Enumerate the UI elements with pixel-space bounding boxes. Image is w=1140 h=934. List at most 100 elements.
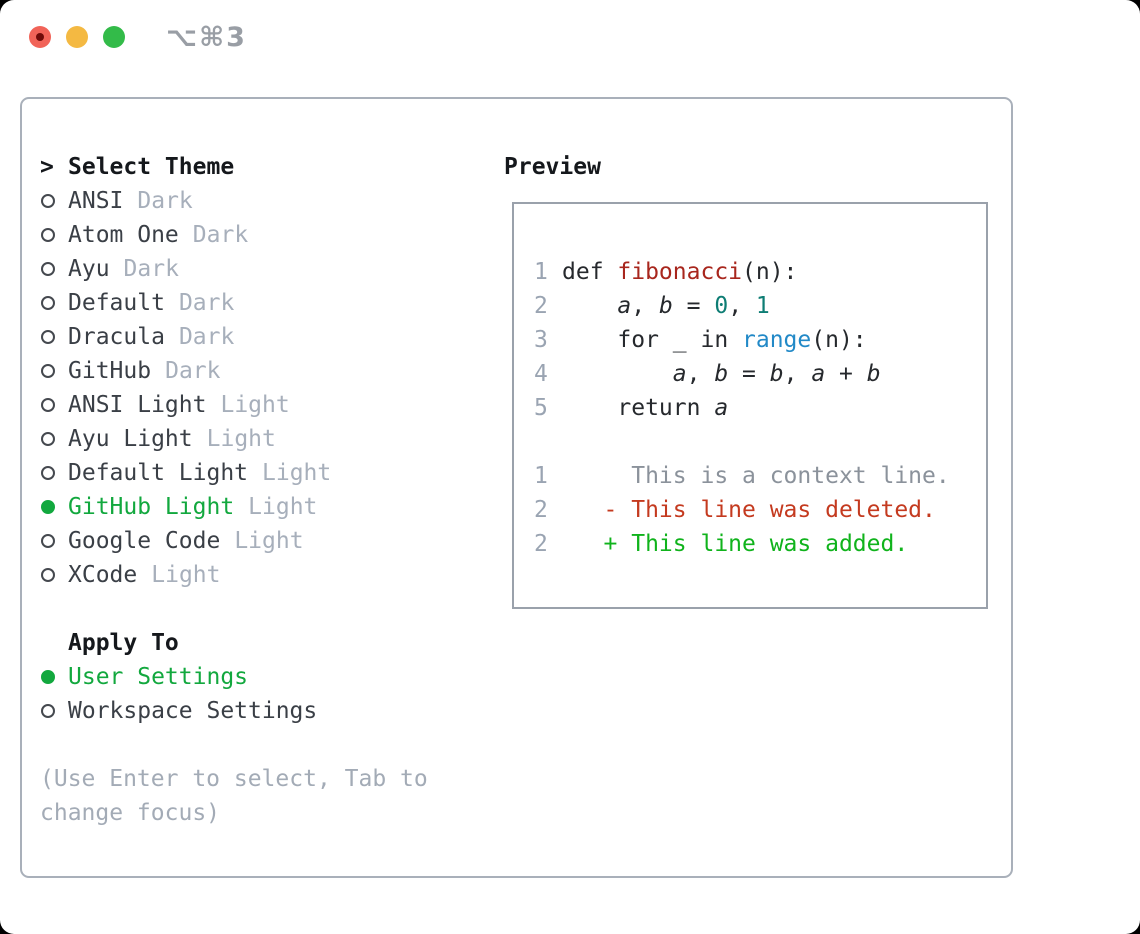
line-number: 2 (534, 531, 548, 557)
theme-option-atom-one[interactable]: Atom One Dark (40, 218, 428, 252)
option-label: XCode (68, 562, 138, 588)
preview-title: Preview (504, 154, 601, 180)
option-label: Atom One (68, 222, 179, 248)
theme-option-github[interactable]: GitHub Dark (40, 354, 428, 388)
help-text-line-2: change focus) (40, 800, 221, 826)
variant-tag: Light (206, 426, 276, 452)
option-label: Ayu (68, 256, 110, 282)
line-content: + This line was added. (562, 531, 909, 557)
line-content: - This line was deleted. (562, 497, 936, 523)
option-label: Ayu Light (68, 426, 193, 452)
radio-selected-icon (40, 660, 68, 694)
option-label: Dracula (68, 324, 165, 350)
apply-option-workspace-settings[interactable]: Workspace Settings (40, 694, 428, 728)
theme-option-ayu-light[interactable]: Ayu Light Light (40, 422, 428, 456)
variant-tag: Light (220, 392, 290, 418)
option-label: Workspace Settings (68, 698, 318, 724)
theme-option-ayu[interactable]: Ayu Dark (40, 252, 428, 286)
line-content: return a (562, 395, 729, 421)
radio-unselected-icon (40, 218, 68, 252)
radio-selected-icon (40, 490, 68, 524)
radio-unselected-icon (40, 456, 68, 490)
option-label: GitHub Light (68, 494, 235, 520)
minimize-button[interactable] (66, 26, 88, 48)
line-number: 1 (534, 463, 548, 489)
radio-unselected-icon (40, 252, 68, 286)
apply-option-user-settings[interactable]: User Settings (40, 660, 428, 694)
preview-line: 2 + This line was added. (534, 527, 986, 561)
line-number: 5 (534, 395, 548, 421)
line-content: This is a context line. (562, 463, 950, 489)
preview-line: 3 for _ in range(n): (534, 323, 986, 357)
preview-line: 5 return a (534, 391, 986, 425)
variant-tag: Dark (178, 290, 235, 316)
theme-option-default-light[interactable]: Default Light Light (40, 456, 428, 490)
zoom-button[interactable] (103, 26, 125, 48)
radio-unselected-icon (40, 184, 68, 218)
line-number: 2 (534, 293, 548, 319)
preview-line: 2 - This line was deleted. (534, 493, 986, 527)
radio-unselected-icon (40, 524, 68, 558)
line-number: 2 (534, 497, 548, 523)
spacer (40, 592, 428, 626)
title-bar: ⌥⌘3 (0, 0, 1140, 75)
option-label: Default (68, 290, 165, 316)
variant-tag: Light (234, 528, 304, 554)
line-number: 1 (534, 259, 548, 285)
variant-tag: Dark (178, 324, 235, 350)
variant-tag: Light (262, 460, 332, 486)
option-label: ANSI Light (68, 392, 207, 418)
line-content: for _ in range(n): (562, 327, 867, 353)
marker-spacer (40, 626, 68, 660)
theme-option-github-light[interactable]: GitHub Light Light (40, 490, 428, 524)
radio-unselected-icon (40, 694, 68, 728)
option-label: GitHub (68, 358, 152, 384)
radio-unselected-icon (40, 422, 68, 456)
variant-tag: Dark (192, 222, 249, 248)
radio-unselected-icon (40, 558, 68, 592)
theme-option-default[interactable]: Default Dark (40, 286, 428, 320)
apply-to-header: Apply To (40, 626, 428, 660)
variant-tag: Light (151, 562, 221, 588)
spacer (40, 728, 428, 762)
radio-unselected-icon (40, 388, 68, 422)
theme-picker-header: > Select Theme (40, 150, 428, 184)
theme-option-dracula[interactable]: Dracula Dark (40, 320, 428, 354)
variant-tag: Light (248, 494, 318, 520)
option-label: Default Light (68, 460, 249, 486)
prompt-caret-icon: > (40, 154, 54, 180)
line-content: def fibonacci(n): (562, 259, 798, 285)
option-label: ANSI (68, 188, 124, 214)
window-title: ⌥⌘3 (166, 22, 247, 53)
variant-tag: Dark (123, 256, 179, 282)
apply-to-title: Apply To (68, 630, 179, 656)
radio-unselected-icon (40, 354, 68, 388)
radio-unselected-icon (40, 320, 68, 354)
preview-pane-header: Preview (504, 150, 601, 184)
preview-line: 1 def fibonacci(n): (534, 255, 986, 289)
radio-unselected-icon (40, 286, 68, 320)
theme-option-ansi-light[interactable]: ANSI Light Light (40, 388, 428, 422)
theme-option-google-code[interactable]: Google Code Light (40, 524, 428, 558)
option-label: User Settings (68, 664, 249, 690)
close-button[interactable] (29, 26, 51, 48)
help-text-line-1: (Use Enter to select, Tab to (40, 766, 428, 792)
theme-option-xcode[interactable]: XCode Light (40, 558, 428, 592)
theme-picker-title: Select Theme (68, 154, 235, 180)
line-number: 3 (534, 327, 548, 353)
preview-line: 1 This is a context line. (534, 459, 986, 493)
close-dot-icon (36, 33, 44, 41)
line-number: 4 (534, 361, 548, 387)
line-content: a, b = b, a + b (672, 361, 881, 387)
preview-line (534, 425, 986, 459)
option-label: Google Code (68, 528, 221, 554)
preview-line: 4 a, b = b, a + b (534, 357, 986, 391)
preview-line: 2 a, b = 0, 1 (534, 289, 986, 323)
variant-tag: Dark (165, 358, 221, 384)
